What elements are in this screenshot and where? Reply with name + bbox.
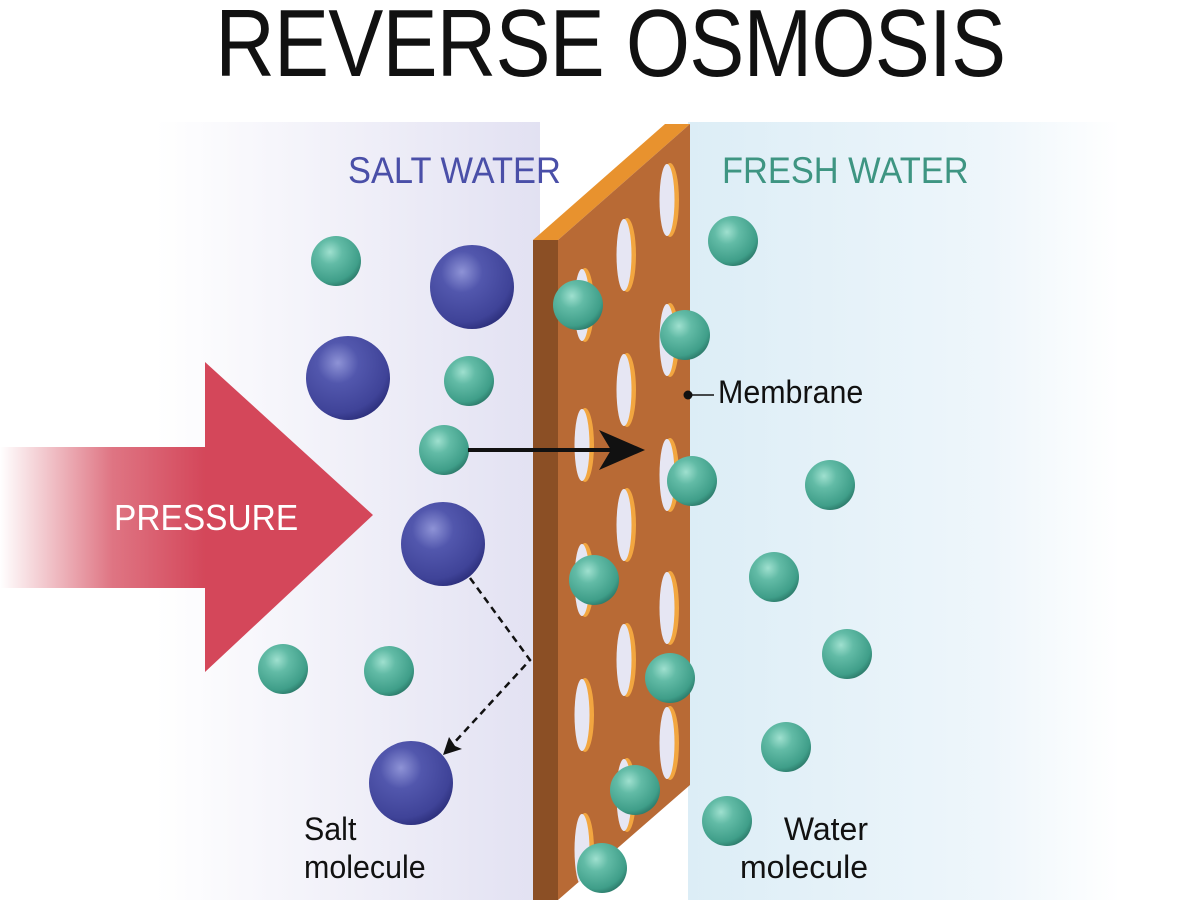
membrane-molecules bbox=[553, 280, 717, 893]
membrane-pore bbox=[659, 571, 679, 645]
water-molecule bbox=[577, 843, 627, 893]
water-molecule bbox=[708, 216, 758, 266]
diagram-title: REVERSE OSMOSIS bbox=[0, 0, 1200, 100]
membrane-label: Membrane bbox=[718, 374, 864, 410]
pressure-arrow bbox=[0, 362, 373, 672]
membrane-pore bbox=[616, 218, 636, 292]
water-molecule bbox=[610, 765, 660, 815]
water-flow-arrowhead bbox=[599, 430, 645, 470]
salt-water-heading: SALT WATER bbox=[348, 150, 561, 191]
water-molecule bbox=[667, 456, 717, 506]
membrane-pore bbox=[616, 488, 636, 562]
membrane-top-edge bbox=[533, 124, 690, 240]
title-text: REVERSE OSMOSIS bbox=[215, 0, 1006, 97]
membrane-side-face bbox=[533, 240, 558, 900]
water-molecule bbox=[444, 356, 494, 406]
fresh-side-molecules bbox=[702, 216, 872, 846]
water-label-line1: Water bbox=[783, 811, 868, 847]
salt-molecule bbox=[369, 741, 453, 825]
salt-molecule bbox=[306, 336, 390, 420]
fresh-water-heading: FRESH WATER bbox=[722, 150, 969, 191]
water-molecule bbox=[822, 629, 872, 679]
water-molecule bbox=[749, 552, 799, 602]
water-molecule bbox=[805, 460, 855, 510]
salt-label-line1: Salt bbox=[304, 811, 357, 847]
salt-rejection-arrowhead bbox=[443, 737, 462, 755]
water-molecule bbox=[569, 555, 619, 605]
water-molecule bbox=[761, 722, 811, 772]
water-molecule-label: Water molecule bbox=[735, 810, 868, 886]
membrane-pore bbox=[574, 408, 594, 482]
salt-rejection-dashed-line bbox=[452, 577, 532, 745]
water-molecule bbox=[419, 425, 469, 475]
water-molecule bbox=[311, 236, 361, 286]
water-label-line2: molecule bbox=[739, 849, 868, 885]
membrane-pore bbox=[574, 678, 594, 752]
water-molecule bbox=[660, 310, 710, 360]
salt-label-line2: molecule bbox=[304, 849, 426, 885]
salt-molecule-label: Salt molecule bbox=[304, 810, 426, 886]
membrane-pore bbox=[616, 353, 636, 427]
flow-arrows bbox=[443, 430, 645, 755]
water-molecule bbox=[702, 796, 752, 846]
pressure-label: PRESSURE bbox=[114, 497, 299, 538]
fresh-water-region bbox=[688, 122, 1120, 900]
water-molecule bbox=[364, 646, 414, 696]
water-molecule bbox=[553, 280, 603, 330]
membrane bbox=[533, 124, 717, 900]
membrane-pore bbox=[659, 163, 679, 237]
membrane-pore bbox=[659, 706, 679, 780]
membrane-pore bbox=[616, 623, 636, 697]
water-molecule bbox=[645, 653, 695, 703]
salt-side-molecules bbox=[258, 236, 514, 825]
membrane-pores bbox=[574, 163, 679, 887]
water-molecule bbox=[258, 644, 308, 694]
salt-molecule bbox=[401, 502, 485, 586]
salt-molecule bbox=[430, 245, 514, 329]
